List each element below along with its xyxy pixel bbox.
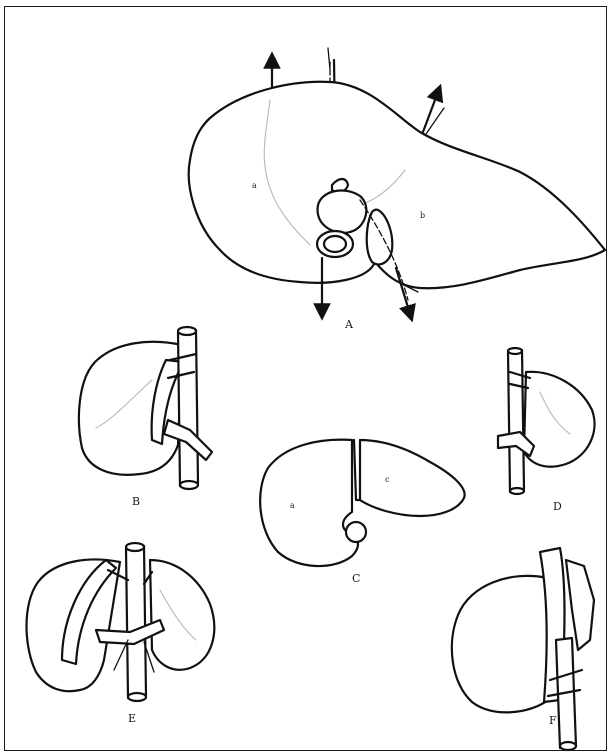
ivc-e xyxy=(126,546,146,698)
ivc-d-top xyxy=(508,348,522,354)
label-c-right: c xyxy=(385,475,390,484)
label-d: D xyxy=(553,500,562,513)
ivc-c xyxy=(346,522,366,542)
ivc-b-bottom xyxy=(180,481,198,489)
ivc-e-top xyxy=(126,543,144,551)
ivc-f-bottom xyxy=(560,742,576,750)
liver-outline-f xyxy=(452,576,548,712)
label-a: A xyxy=(344,318,354,331)
liver-outline-e-right xyxy=(150,560,214,670)
liver-outline-c-left xyxy=(260,440,358,566)
label-a-left-lobe: a xyxy=(252,181,257,190)
label-a-right-lobe: b xyxy=(420,211,425,220)
caudate-f xyxy=(566,560,594,650)
label-f: F xyxy=(549,714,557,727)
liver-outline-d xyxy=(524,372,594,467)
figure-b: B xyxy=(79,327,212,508)
ivc-e-bottom xyxy=(128,693,146,701)
liver-outline-c-right xyxy=(360,440,465,516)
ivc-d-bottom xyxy=(510,488,524,494)
ivc-b-top xyxy=(178,327,196,335)
label-c-left: a xyxy=(290,501,295,510)
label-b: B xyxy=(132,495,140,508)
porta-hepatis xyxy=(318,190,367,232)
figure-a: a b A xyxy=(189,48,605,331)
figure-e: E xyxy=(27,543,215,725)
figure-f: F xyxy=(452,548,594,750)
label-c: C xyxy=(352,572,360,585)
figure-c: a c C xyxy=(260,440,464,585)
label-e: E xyxy=(128,712,136,725)
figure-d: D xyxy=(498,348,594,513)
ivc-ring-inner xyxy=(324,236,346,252)
